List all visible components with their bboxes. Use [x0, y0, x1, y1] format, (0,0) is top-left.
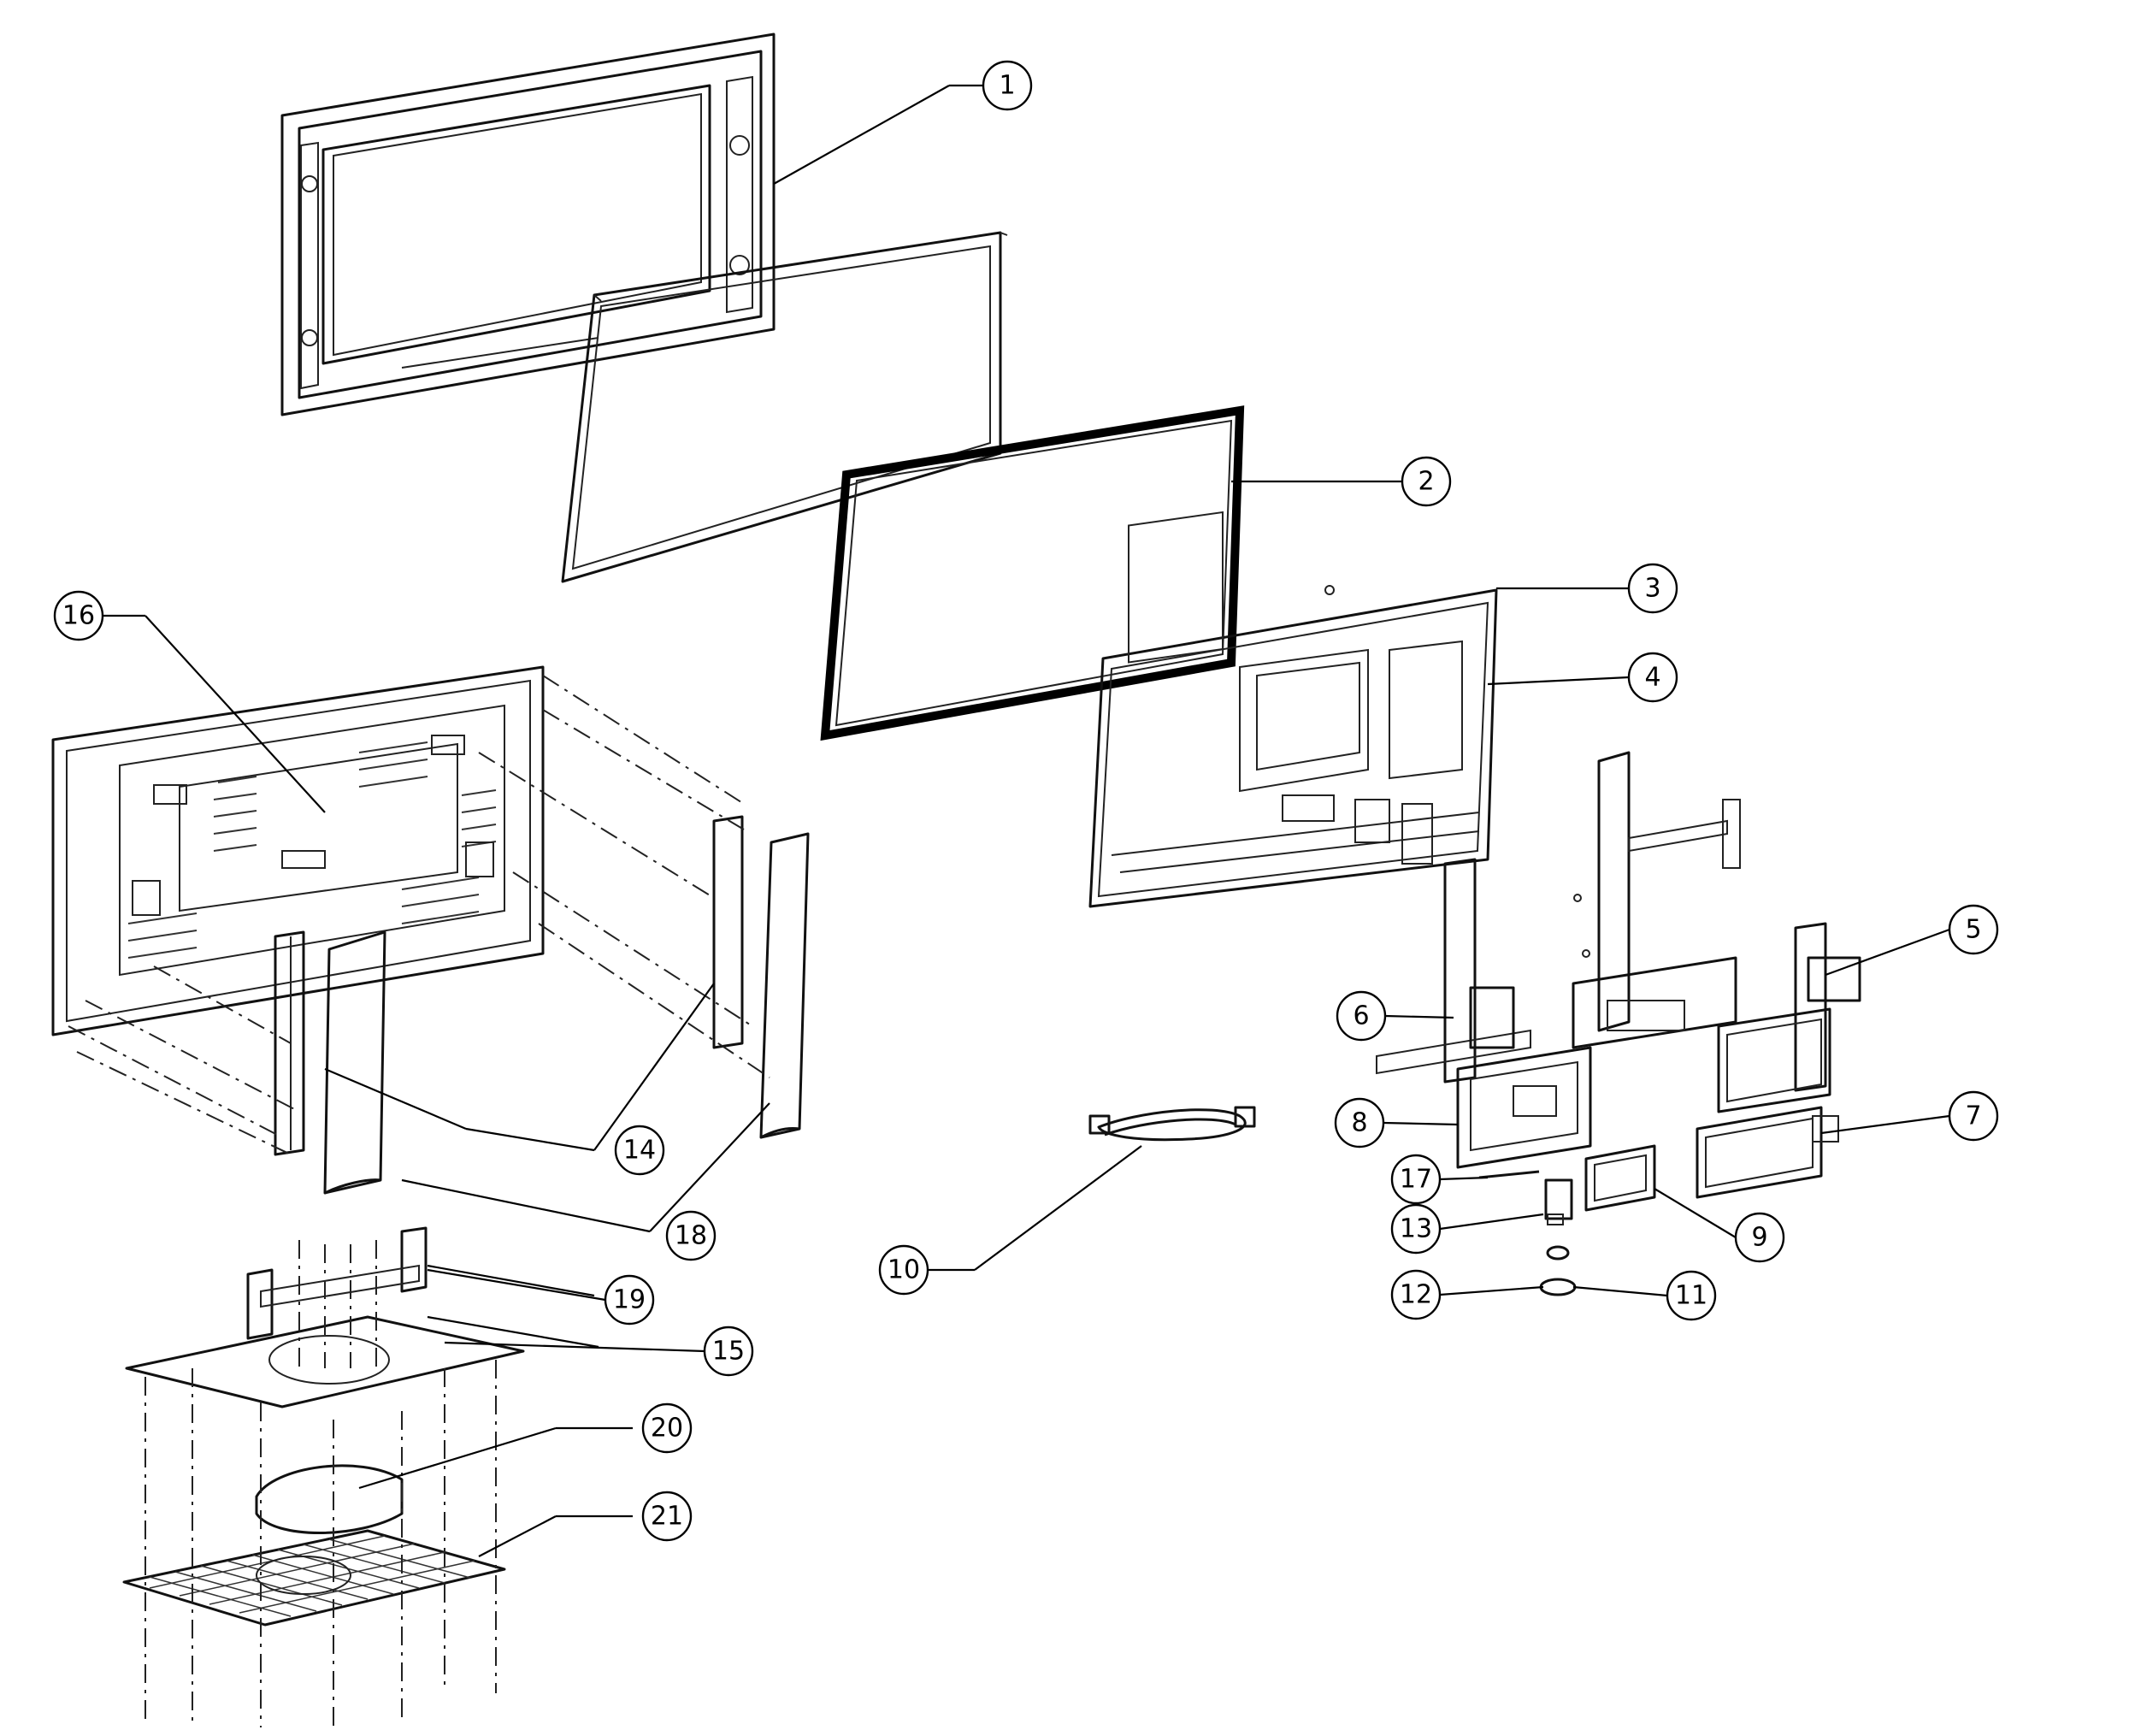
part-front-bezel	[280, 32, 776, 416]
callout-10: 10	[878, 1244, 929, 1296]
callout-17: 17	[1390, 1154, 1442, 1205]
leader-lines	[103, 84, 1950, 1557]
callout-13: 13	[1390, 1203, 1442, 1255]
callout-20: 20	[641, 1402, 693, 1454]
callout-label: 8	[1351, 1108, 1367, 1138]
callout-18: 18	[665, 1210, 717, 1261]
callout-label: 14	[623, 1136, 656, 1166]
callout-4: 4	[1627, 652, 1678, 703]
callout-14: 14	[614, 1125, 665, 1176]
part-board-5-7	[1696, 922, 1861, 1199]
callout-label: 13	[1400, 1214, 1432, 1244]
part-stand-bracket	[1572, 751, 1741, 1049]
callout-label: 16	[62, 601, 95, 631]
callout-label: 21	[651, 1502, 683, 1532]
callout-9: 9	[1734, 1212, 1785, 1263]
part-board-6-8	[1376, 858, 1592, 1169]
part-power-cord	[1088, 1106, 1256, 1142]
callout-label: 4	[1644, 663, 1660, 693]
callout-label: 5	[1965, 915, 1981, 945]
part-inner-frame	[561, 231, 1008, 583]
callout-label: 1	[999, 71, 1015, 101]
part-rear-cover	[51, 665, 545, 1036]
callout-2: 2	[1401, 456, 1452, 507]
assembly-dash-lines	[68, 675, 770, 1155]
part-rear-chassis	[1088, 511, 1498, 908]
rear-cover-vent-slots	[127, 741, 497, 959]
callout-label: 11	[1675, 1281, 1707, 1311]
callout-19: 19	[604, 1274, 655, 1326]
callout-label: 17	[1400, 1165, 1432, 1195]
callout-6: 6	[1336, 990, 1387, 1042]
part-lcd-panel	[820, 405, 1245, 741]
callout-label: 7	[1965, 1101, 1981, 1131]
callout-label: 15	[712, 1337, 745, 1367]
callout-label: 2	[1418, 467, 1434, 497]
callout-label: 20	[651, 1414, 683, 1444]
callout-label: 18	[675, 1221, 707, 1251]
callout-label: 3	[1644, 574, 1660, 604]
callout-3: 3	[1627, 563, 1678, 614]
callout-16: 16	[53, 590, 104, 641]
callout-15: 15	[703, 1326, 754, 1377]
callout-11: 11	[1666, 1270, 1717, 1321]
callout-5: 5	[1948, 904, 1999, 955]
callout-1: 1	[982, 60, 1033, 111]
callout-label: 6	[1353, 1001, 1369, 1031]
part-base-stand	[122, 1226, 525, 1727]
callout-label: 12	[1400, 1280, 1432, 1310]
callout-7: 7	[1948, 1090, 1999, 1142]
part-stand-legs	[274, 815, 810, 1195]
callout-8: 8	[1334, 1097, 1385, 1148]
callout-21: 21	[641, 1491, 693, 1542]
callout-label: 19	[613, 1285, 646, 1315]
callout-label: 9	[1751, 1223, 1767, 1253]
callout-12: 12	[1390, 1269, 1442, 1320]
callout-label: 10	[888, 1255, 920, 1285]
